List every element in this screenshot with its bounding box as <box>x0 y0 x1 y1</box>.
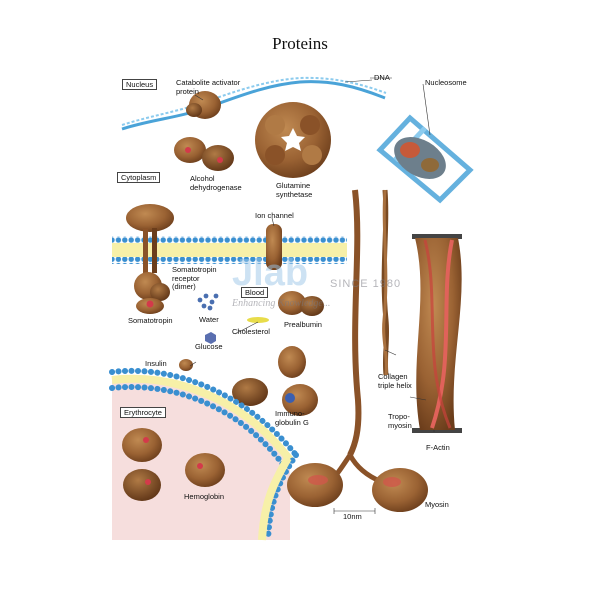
cell-membrane <box>112 236 347 264</box>
f-actin <box>412 234 462 433</box>
somatotropin <box>136 298 164 314</box>
label-dna: DNA <box>374 73 390 82</box>
watermark-since: SINCE 1980 <box>330 278 402 290</box>
label-somatotropin: Somatotropin <box>128 316 173 325</box>
label-scale-bar: 10nm <box>343 512 362 521</box>
glutamine-synthetase <box>255 102 331 178</box>
hemoglobin <box>122 428 225 501</box>
label-catabolite-activator-protein: Catabolite activator protein <box>176 78 241 96</box>
insulin <box>179 359 193 371</box>
myosin <box>287 189 428 512</box>
label-insulin: Insulin <box>145 359 167 368</box>
label-glutamine-synthetase: Glutamine synthetase <box>276 181 313 199</box>
label-somatotropin-receptor: Somatotropin receptor (dimer) <box>172 265 217 291</box>
label-nucleosome: Nucleosome <box>425 78 467 87</box>
label-hemoglobin: Hemoglobin <box>184 492 225 501</box>
nucleosome <box>376 114 474 204</box>
label-collagen-triple-helix: Collagen triple helix <box>378 372 412 390</box>
alcohol-dehydrogenase <box>174 137 234 171</box>
label-glucose: Glucose <box>195 342 223 351</box>
dna-helix <box>121 76 387 131</box>
leader-lines <box>189 77 435 514</box>
ion-channel <box>266 224 282 270</box>
immunoglobulin-g <box>232 346 318 416</box>
compartment-label-nucleus: Nucleus <box>122 79 158 90</box>
label-ion-channel: Ion channel <box>255 211 294 220</box>
catabolite-activator-protein <box>186 91 221 119</box>
label-immunoglobulin-g: Immuno- globulin G <box>275 409 309 427</box>
label-cholesterol: Cholesterol <box>232 327 270 336</box>
water-molecules <box>197 293 219 311</box>
label-tropomyosin: Tropo- myosin <box>388 412 412 430</box>
collagen-triple-helix <box>381 189 390 376</box>
compartment-label-erythrocyte: Erythrocyte <box>120 407 166 418</box>
somatotropin-receptor <box>126 204 174 301</box>
label-prealbumin: Prealbumin <box>284 320 322 329</box>
label-myosin: Myosin <box>425 500 449 509</box>
glucose <box>205 332 216 344</box>
page-title: Proteins <box>272 34 328 53</box>
label-f-actin: F-Actin <box>426 443 450 452</box>
compartment-label-cytoplasm: Cytoplasm <box>117 172 161 183</box>
compartment-label-blood: Blood <box>241 287 269 298</box>
cholesterol <box>247 317 269 323</box>
watermark-tagline: Enhancing Knowledge... <box>232 298 331 309</box>
prealbumin <box>278 291 324 316</box>
label-alcohol-dehydrogenase: Alcohol dehydrogenase <box>190 174 242 192</box>
label-water: Water <box>199 315 219 324</box>
